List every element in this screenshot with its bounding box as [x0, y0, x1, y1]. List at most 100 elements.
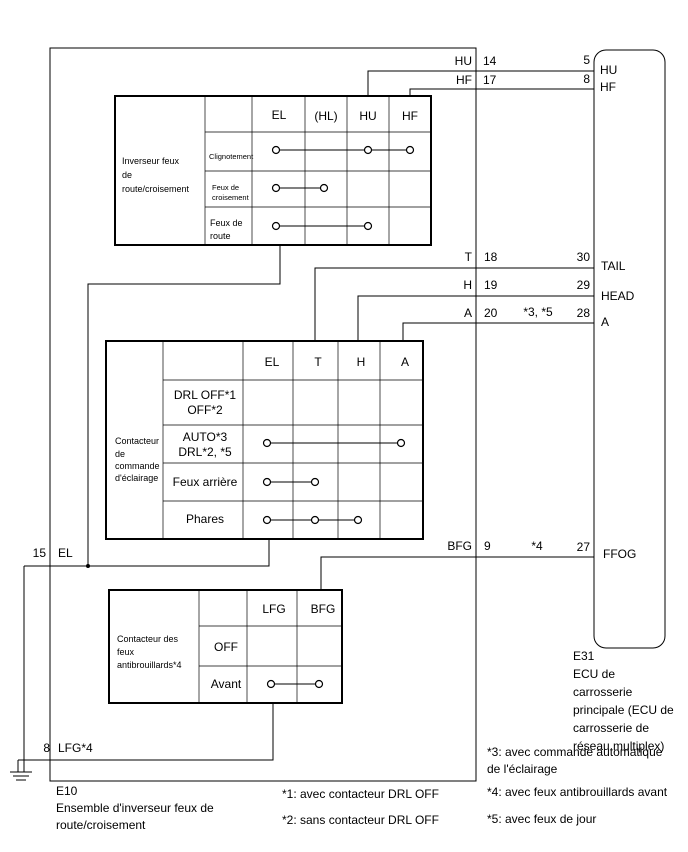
fog-switch-table: LFG BFG Contacteur des feux antibrouilla… [108, 589, 343, 704]
contact-point [363, 221, 373, 231]
e10-pin-number: 20 [484, 306, 498, 320]
wire-fog-lfg [18, 703, 274, 761]
lcs-label-line: Contacteur [115, 436, 159, 446]
component-labels: E10 Ensemble d'inverseur feux de route/c… [56, 649, 674, 832]
ecu-pin-number: 30 [577, 250, 591, 264]
external-wires [476, 70, 594, 558]
dimmer-label-line: route/croisement [122, 184, 190, 194]
e10-pin-number: 9 [484, 539, 491, 553]
wire-dimmer-hf [409, 88, 476, 96]
wire-note: *4 [531, 539, 543, 553]
wire-lcs-a [402, 322, 476, 341]
ecu-name-line: principale (ECU de [573, 703, 674, 717]
contact-point [405, 145, 415, 155]
contact-point [262, 477, 272, 487]
fog-label-line: feux [117, 647, 135, 657]
fog-col-lfg: LFG [262, 602, 285, 616]
ecu-name-line: carrosserie de [573, 721, 649, 735]
ecu-pin-name: HEAD [601, 289, 635, 303]
ecu-name-line: carrosserie [573, 685, 633, 699]
ground-pin-name: LFG*4 [58, 741, 93, 755]
ecu-e31-box [593, 49, 666, 649]
internal-wires [17, 70, 476, 772]
e10-id: E10 [56, 784, 78, 798]
lcs-col-el: EL [265, 355, 280, 369]
e10-name: route/croisement [56, 818, 146, 832]
lcs-col-a: A [401, 355, 409, 369]
lcs-label-line: de [115, 449, 125, 459]
footnotes: *1: avec contacteur DRL OFF *2: sans con… [282, 745, 668, 827]
dimmer-row-low: Feux de [212, 183, 239, 192]
ground-pin-name: EL [58, 546, 73, 560]
footnote: *1: avec contacteur DRL OFF [282, 787, 439, 801]
e10-pin-name: HF [456, 73, 472, 87]
contact-point [310, 477, 320, 487]
light-control-switch-table: EL T H A Contacteur de commande d'éclair… [105, 340, 424, 540]
contact-point [310, 515, 320, 525]
dimmer-switch-table: EL (HL) HU HF Inverseur feux de route/cr… [114, 95, 432, 246]
pin-labels: HU 14 5 HU HF 17 8 HF T 18 30 TAIL H 19 … [33, 53, 637, 755]
lcs-row-head: Phares [186, 512, 224, 526]
wire-dimmer-hu [367, 70, 476, 96]
dimmer-col-el: EL [272, 108, 287, 122]
wire-dimmer-el [87, 246, 281, 566]
lcs-label-line: d'éclairage [115, 473, 158, 483]
e10-pin-name: T [465, 250, 473, 264]
fog-col-bfg: BFG [311, 602, 336, 616]
lcs-row-tail: Feux arrière [173, 475, 238, 489]
wire-fog-bfg [320, 556, 476, 590]
dimmer-row-high: Feux de [210, 218, 243, 228]
footnote: *5: avec feux de jour [487, 812, 596, 826]
dimmer-col-hu: HU [359, 109, 376, 123]
ecu-pin-name: A [601, 315, 609, 329]
contact-point [262, 438, 272, 448]
ecu-pin-number: 27 [577, 540, 591, 554]
ecu-pin-number: 8 [583, 72, 590, 86]
e10-pin-name: H [463, 278, 472, 292]
ground-pin-number: 15 [33, 546, 47, 560]
contact-point [363, 145, 373, 155]
footnote: *3: avec commande automatique [487, 745, 663, 759]
contact-point [353, 515, 363, 525]
ecu-id: E31 [573, 649, 595, 663]
contact-point [262, 515, 272, 525]
ecu-name-line: ECU de [573, 667, 615, 681]
ecu-pin-number: 28 [577, 306, 591, 320]
lcs-label-line: commande [115, 461, 160, 471]
contact-point [314, 679, 324, 689]
dimmer-row-flash: Clignotement [209, 152, 254, 161]
dimmer-col-hf: HF [402, 109, 418, 123]
lcs-col-h: H [357, 355, 366, 369]
footnote: de l'éclairage [487, 762, 558, 776]
ecu-pin-name: TAIL [601, 259, 626, 273]
ecu-name-line: réseau multiplex) [573, 739, 664, 753]
wire-note: *3, *5 [523, 305, 553, 319]
fog-label-line: antibrouillards*4 [117, 660, 182, 670]
wire-lcs-el [24, 539, 270, 567]
e10-assembly-box [49, 47, 477, 782]
fog-row-front: Avant [211, 677, 242, 691]
e10-pin-number: 19 [484, 278, 498, 292]
wire-lcs-h [357, 295, 476, 341]
fog-label-line: Contacteur des [117, 634, 179, 644]
dimmer-col-hl: (HL) [314, 109, 337, 123]
e10-pin-number: 18 [484, 250, 498, 264]
e10-pin-name: A [464, 306, 472, 320]
ecu-pin-name: HF [600, 80, 616, 94]
e10-name: Ensemble d'inverseur feux de [56, 801, 214, 815]
dimmer-row-low: croisement [212, 193, 250, 202]
contact-point [396, 438, 406, 448]
junction-dot [86, 564, 90, 568]
contact-point [266, 679, 276, 689]
dimmer-label-line: de [122, 170, 132, 180]
lcs-row-off: OFF*2 [187, 403, 223, 417]
lcs-row-off: DRL OFF*1 [174, 388, 237, 402]
dimmer-row-high: route [210, 231, 231, 241]
e10-pin-number: 14 [483, 54, 497, 68]
lcs-row-auto: DRL*2, *5 [178, 445, 232, 459]
ground-icon [10, 771, 32, 781]
fog-row-off: OFF [214, 640, 238, 654]
footnote: *4: avec feux antibrouillards avant [487, 785, 668, 799]
e10-pin-number: 17 [483, 73, 497, 87]
